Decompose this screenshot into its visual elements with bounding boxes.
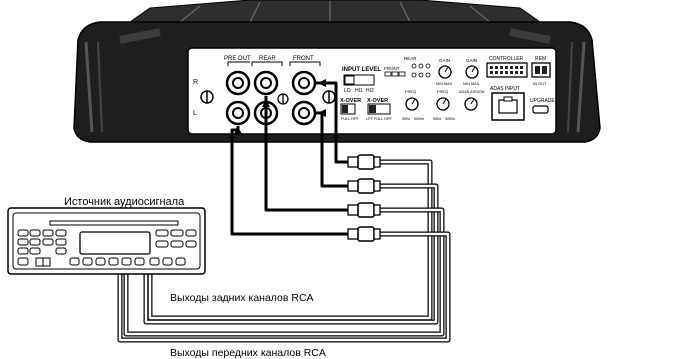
connector-panel	[187, 47, 557, 135]
plug-arrows	[234, 79, 326, 134]
xover-switch-2	[367, 103, 391, 115]
rca-jack-preout-l	[225, 100, 251, 126]
rca-jack-preout-r	[225, 70, 251, 96]
rca-jack-rear-r	[253, 70, 279, 96]
label-50hz-2: 50Hz	[433, 117, 441, 121]
upgrade-port	[532, 105, 549, 114]
rem-port	[531, 62, 551, 78]
label-500hz-2: 500Hz	[445, 117, 455, 121]
label-adas-assign: ADAS ASSIGN	[459, 90, 485, 94]
rca-jack-front-r	[291, 70, 317, 96]
amplifier: PRE OUT REAR FRONT R L INPUT LEVEL LO HI…	[73, 0, 601, 143]
label-lpf-full-hpf: LPF FULL HPF	[366, 117, 392, 121]
label-adas-input: ADAS INPUT	[490, 86, 520, 92]
label-rear: REAR	[259, 56, 276, 62]
rca-plug-2	[347, 178, 381, 194]
label-pre-out: PRE OUT	[224, 56, 251, 62]
head-unit	[7, 207, 206, 275]
input-level-switch	[343, 74, 375, 86]
display	[79, 231, 151, 255]
label-freq-1: FREQ	[405, 89, 416, 94]
rear-rca-cable	[143, 159, 439, 325]
label-xover-2: X-OVER	[367, 98, 388, 104]
label-front: FRONT	[293, 56, 314, 62]
label-upgrade: UPGRADE	[530, 98, 555, 104]
label-lo: LO	[344, 88, 351, 94]
label-minmax-2: MIN MAX	[463, 82, 480, 86]
rca-jack-front-l	[291, 100, 317, 126]
label-50hz-1: 50Hz	[402, 117, 410, 121]
front-outputs-caption: Выходы передних каналов RCA	[170, 347, 326, 359]
rear-outputs-caption: Выходы задних каналов RCA	[170, 292, 314, 304]
label-hi2: HI2	[366, 88, 374, 94]
label-gain-2: GAIN	[466, 58, 477, 63]
label-gain-1: GAIN	[439, 58, 450, 63]
rca-plug-1	[347, 154, 381, 170]
controller-port	[486, 62, 528, 78]
cd-slot	[49, 220, 179, 226]
rca-plug-4	[347, 226, 381, 242]
amplifier-top-fins	[128, 0, 542, 23]
label-controller: CONTROLLER	[489, 56, 524, 62]
label-rear-small: REAR	[404, 56, 417, 61]
label-freq-2: FREQ	[437, 89, 448, 94]
front-rca-cable	[117, 207, 451, 343]
label-input-level: INPUT LEVEL	[342, 67, 381, 73]
label-hi1: HI1	[355, 88, 363, 94]
label-in-out: IN OUT	[533, 81, 547, 86]
label-full-hpf: FULL HPF	[341, 117, 359, 121]
rca-plug-3	[347, 202, 381, 218]
label-rem: REM	[535, 56, 546, 62]
label-minmax-1: MIN MAX	[436, 82, 453, 86]
label-xover-1: X-OVER	[340, 98, 361, 104]
source-title: Источник аудиосигнала	[64, 196, 185, 208]
label-r: R	[193, 79, 198, 86]
wire-rear-r	[264, 96, 350, 212]
label-500hz-1: 500Hz	[414, 117, 424, 121]
label-l: L	[193, 110, 197, 117]
button-power	[17, 229, 29, 237]
label-front-small: FRONT	[384, 66, 400, 71]
